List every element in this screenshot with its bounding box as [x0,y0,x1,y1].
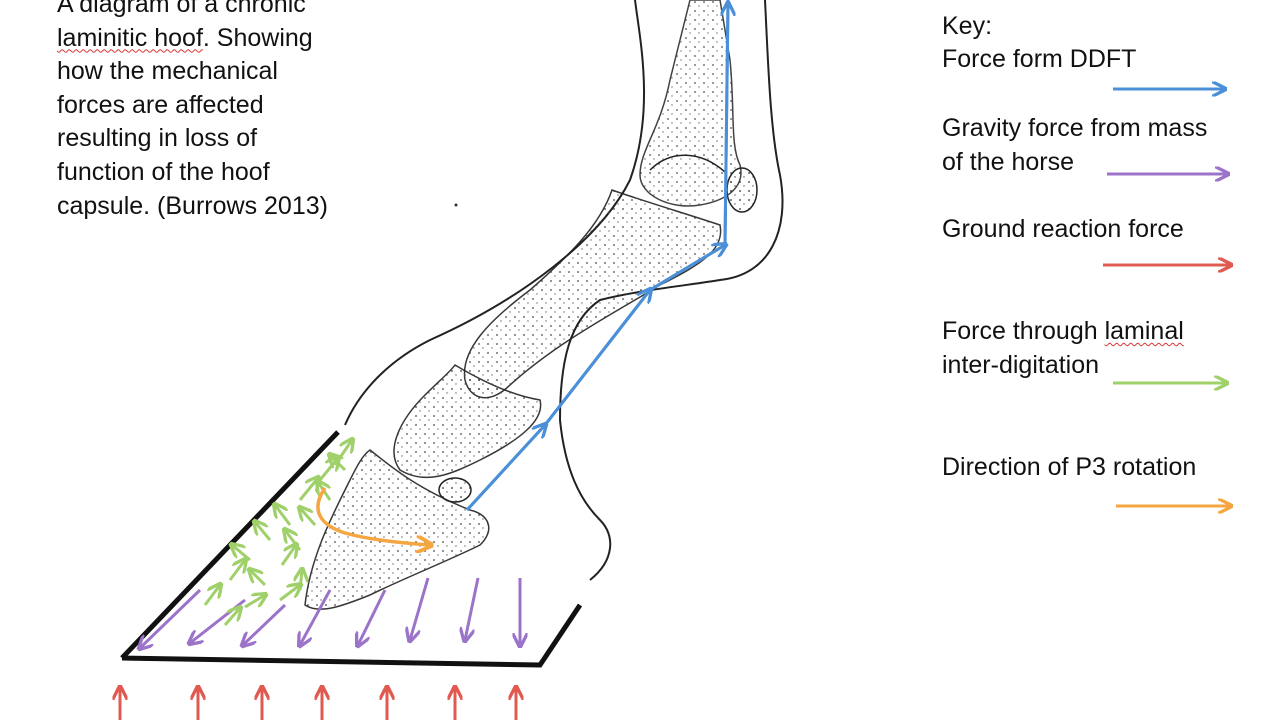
navicular [438,477,472,503]
ground-reaction-arrows [120,688,516,720]
caption-line-2a: laminitic hoof [57,23,203,52]
stray-dot [454,203,458,207]
key-title: Key: [942,12,993,40]
key-item-laminal: Force through laminal inter-digitation [942,315,1262,382]
caption-line-3: how the mechanical [57,57,278,86]
caption-line-4: forces are affected [57,90,264,119]
key-label-laminal-1a: Force through [942,317,1105,345]
caption: A diagram of a chronic laminitic hoof. S… [57,0,377,223]
caption-line-6: function of the hoof [57,157,270,186]
key-label-laminal-2: inter-digitation [942,350,1100,379]
caption-line-7: capsule. (Burrows 2013) [57,191,328,220]
key-legend: Key: Force form DDFT Gravity force from … [942,10,1262,481]
p2-bone [393,364,542,479]
p3-rotation-arrow [316,487,430,545]
gravity-arrows [140,577,520,648]
caption-line-1: A diagram of a chronic [57,0,306,18]
hoof-sole [121,603,583,668]
key-label-ddft: Force form DDFT [942,45,1137,73]
key-item-ground: Ground reaction force [942,213,1262,247]
key-label-gravity-1: Gravity force from mass [942,114,1208,142]
key-label-ground: Ground reaction force [942,215,1184,243]
sesamoid [726,167,758,213]
key-label-rotation: Direction of P3 rotation [942,453,1197,481]
caption-line-2b: . Showing [202,23,313,52]
laminal-arrows [203,440,352,626]
hoof-wall [120,430,340,660]
key-label-laminal-1b: laminal [1104,317,1184,345]
key-label-gravity-2: of the horse [942,147,1075,176]
p1-bone [463,189,722,399]
caption-line-5: resulting in loss of [57,124,258,153]
cannon-bone [639,0,742,207]
key-item-ddft: Force form DDFT [942,43,1262,77]
key-item-gravity: Gravity force from mass of the horse [942,112,1262,179]
key-item-rotation: Direction of P3 rotation [942,451,1262,485]
